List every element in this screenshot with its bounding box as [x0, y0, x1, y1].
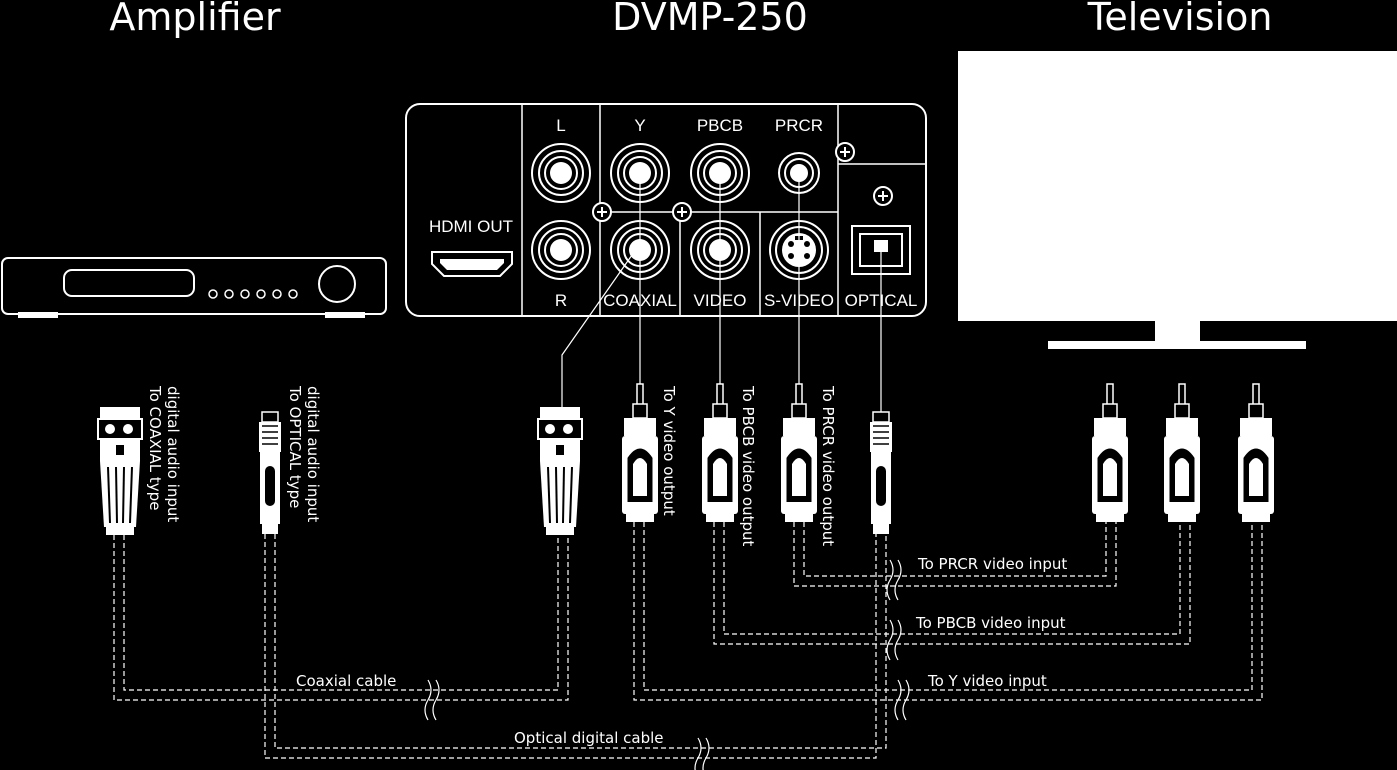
rca-plug-pbcb-in: [1163, 383, 1201, 523]
cable-y: [633, 522, 1263, 721]
label-pbcb: PBCB: [697, 116, 743, 135]
optical-plug-player: [869, 411, 893, 535]
screw-4: [873, 186, 893, 206]
optical-plug-amp: [258, 411, 282, 535]
caption-optical-amp: To OPTICAL type digital audio input: [286, 385, 322, 522]
cable-pbcb: [713, 522, 1191, 661]
svg-text:To OPTICAL type: To OPTICAL type: [286, 385, 304, 508]
caption-y-out: To Y video output: [660, 385, 678, 516]
coaxial-plug-amp: [97, 406, 143, 536]
rca-plug-pbcb-out: [701, 383, 739, 523]
screw-1: [592, 202, 612, 222]
cable-prcr: [793, 522, 1117, 601]
hdmi-label: HDMI OUT: [429, 217, 513, 236]
caption-y-in: To Y video input: [927, 672, 1047, 690]
television-device: [958, 51, 1397, 349]
player-title: DVMP-250: [612, 0, 808, 39]
cable-optical: [264, 534, 887, 770]
caption-coaxial-cable: Coaxial cable: [296, 672, 396, 690]
amplifier-title: Amplifier: [109, 0, 281, 39]
rca-plug-y-out: [621, 383, 659, 523]
svg-text:digital audio input: digital audio input: [304, 386, 322, 522]
amplifier-device: [1, 257, 387, 318]
label-prcr: PRCR: [775, 116, 823, 135]
svg-text:digital audio input: digital audio input: [164, 386, 182, 522]
coaxial-plug-player: [537, 406, 583, 536]
television-title: Television: [1087, 0, 1273, 39]
screw-2: [672, 202, 692, 222]
cable-coaxial: [113, 535, 569, 721]
hdmi-port: [431, 251, 513, 277]
caption-optical-cable: Optical digital cable: [514, 729, 664, 747]
rca-plug-y-in: [1237, 383, 1275, 523]
caption-pbcb-in: To PBCB video input: [915, 614, 1066, 632]
screw-3: [835, 142, 855, 162]
label-l: L: [556, 116, 565, 135]
label-y: Y: [634, 116, 645, 135]
rca-plug-prcr-in: [1091, 383, 1129, 523]
caption-pbcb-out: To PBCB video output: [739, 385, 757, 546]
svg-text:To COAXIAL type: To COAXIAL type: [146, 385, 164, 510]
jack-r: [531, 220, 591, 280]
caption-coax-amp: To COAXIAL type digital audio input: [146, 385, 182, 522]
caption-prcr-in: To PRCR video input: [917, 555, 1067, 573]
player-rear-panel: HDMI OUT L Y PBCB PRCR R COAXIAL VIDEO S…: [405, 103, 927, 317]
rca-plug-prcr-out: [780, 383, 818, 523]
caption-prcr-out: To PRCR video output: [819, 385, 837, 546]
panel-leads: [561, 173, 882, 412]
jack-l: [531, 143, 591, 203]
label-r: R: [555, 291, 567, 310]
